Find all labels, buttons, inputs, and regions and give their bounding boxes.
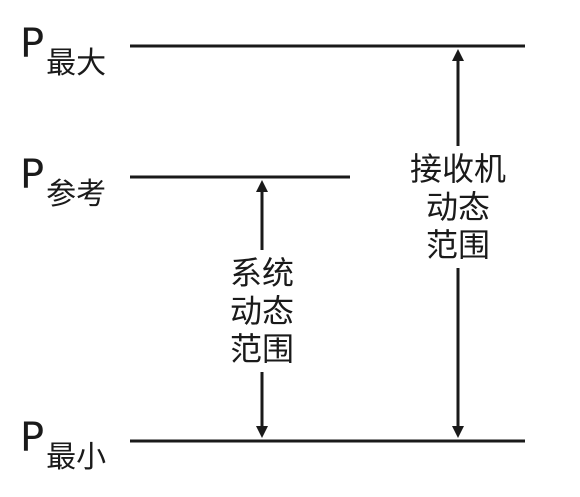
p-max-subscript: 最大 bbox=[46, 46, 107, 81]
p-ref-subscript: 参考 bbox=[46, 177, 107, 212]
system-range-line-1: 系统 bbox=[229, 254, 294, 292]
receiver-range-label: 接收机 动态 范围 bbox=[398, 146, 518, 268]
p-min-subscript: 最小 bbox=[46, 440, 107, 475]
p-max-symbol: P bbox=[20, 21, 45, 67]
p-min-symbol: P bbox=[20, 415, 45, 461]
p-max-label: P最大 bbox=[20, 21, 106, 79]
system-range-label: 系统 动态 范围 bbox=[222, 250, 302, 372]
p-ref-symbol: P bbox=[20, 152, 45, 198]
receiver-range-line-2: 动态 bbox=[425, 188, 490, 226]
system-range-line-2: 动态 bbox=[229, 292, 294, 330]
p-min-label: P最小 bbox=[20, 415, 106, 473]
system-range-line-3: 范围 bbox=[229, 330, 294, 368]
p-ref-label: P参考 bbox=[20, 152, 106, 210]
receiver-range-line-1: 接收机 bbox=[409, 150, 506, 188]
receiver-range-line-3: 范围 bbox=[425, 226, 490, 264]
